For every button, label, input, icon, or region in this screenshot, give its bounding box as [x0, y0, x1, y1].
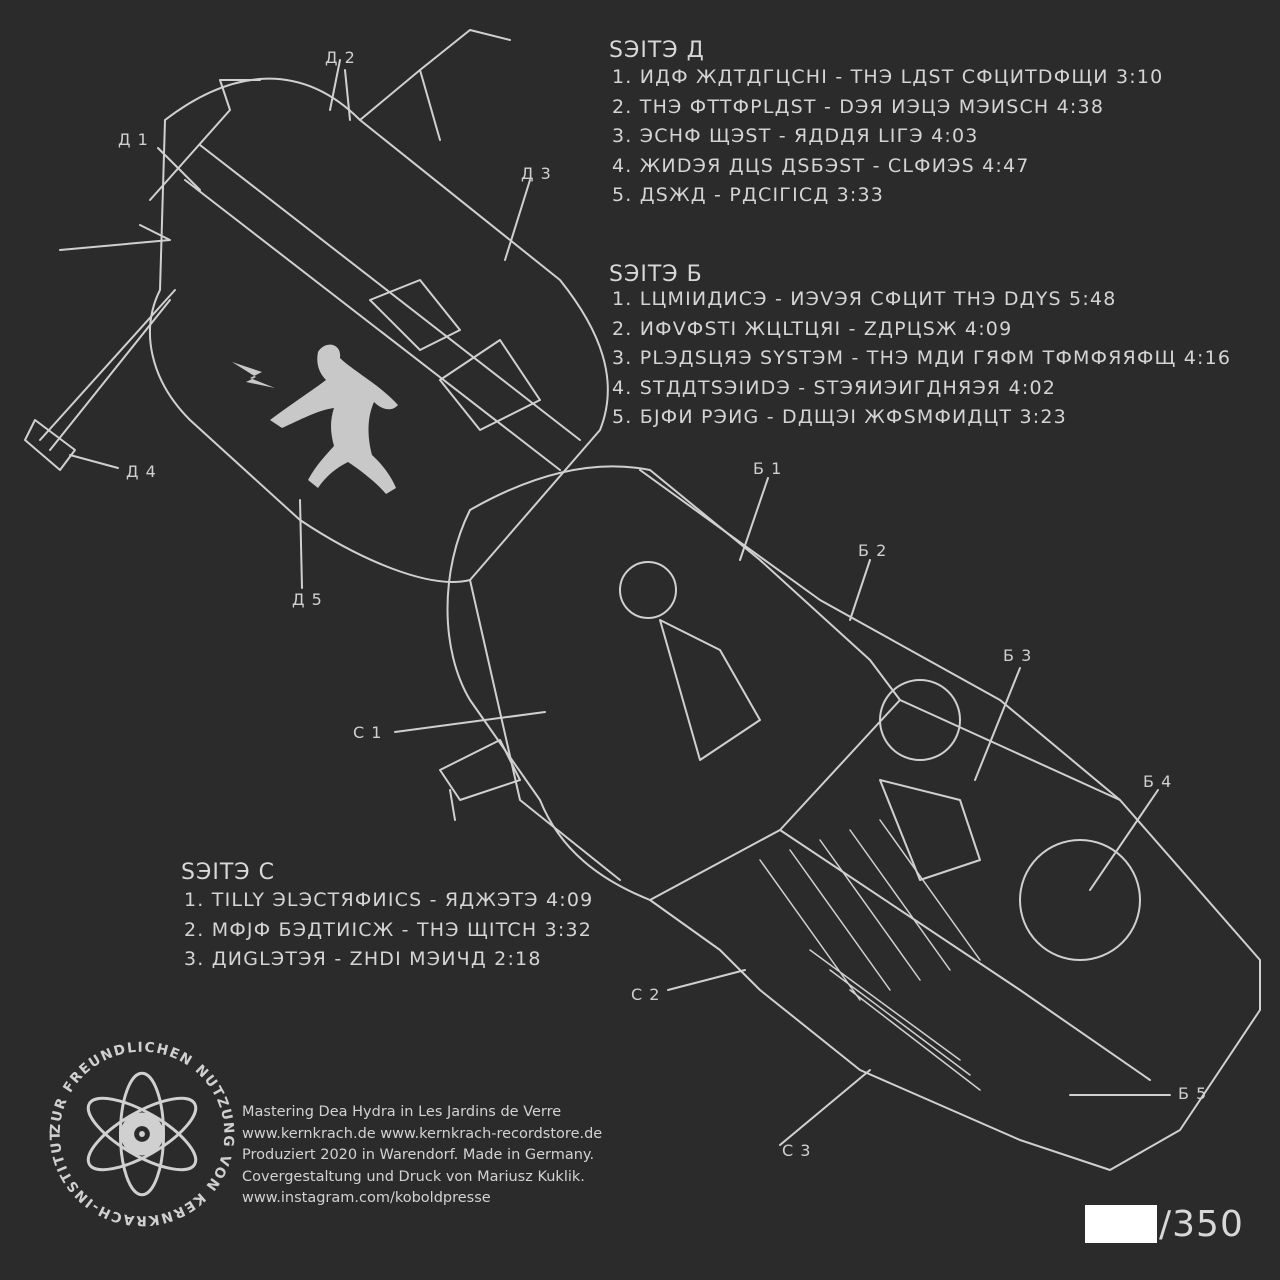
credit-line: Covergestaltung und Druck von Mariusz Ku… [242, 1168, 585, 1185]
track-item: 1. LЦMIИДИCЭ - ИЭVЭЯ CФЦИT TНЭ DДYS 5:48 [612, 288, 1117, 310]
track-item: 3. ДИGLЭTЭЯ - ZHDI MЭИЧД 2:18 [184, 948, 542, 970]
callout-a2: Д 2 [325, 48, 356, 67]
callout-c3: C 3 [782, 1141, 812, 1160]
side-c-title: SЭITЭ C [181, 860, 275, 885]
credits-block: Mastering Dea Hydra in Les Jardins de Ve… [242, 1102, 602, 1210]
track-item: 4. STДДTSЭIИDЭ - STЭЯИЭИГДНЯЭЯ 4:02 [612, 376, 1057, 399]
edition-number-box [1085, 1205, 1157, 1243]
side-a-tracklist: 1. ИДФ ЖДТДГЦCHI - TНЭ LДST CФЦИTDФЩИ 3:… [612, 63, 1163, 211]
callout-a5: Д 5 [292, 590, 323, 609]
callout-c1: C 1 [353, 723, 383, 742]
credit-line: Mastering Dea Hydra in Les Jardins de Ve… [242, 1104, 562, 1120]
callout-a1: Д 1 [118, 130, 149, 149]
track-item: 3. PLЭДSЦЯЭ SYSTЭM - TНЭ MДИ ГЯФM TФMФЯЯ… [612, 347, 1232, 369]
track-item: 3. ЭCHФ ЩЭST - ЯДDДЯ LIГЭ 4:03 [612, 125, 979, 147]
side-b-tracklist: 1. LЦMIИДИCЭ - ИЭVЭЯ CФЦИT TНЭ DДYS 5:48… [612, 285, 1231, 433]
callout-b1: Б 1 [753, 459, 783, 478]
credit-line: Produziert 2020 in Warendorf. Made in Ge… [242, 1147, 595, 1163]
callout-a4: Д 4 [126, 462, 157, 481]
track-item: 5. БЈФИ PЭИG - DДЩЭI ЖФSMФИДЦT 3:23 [612, 406, 1067, 428]
track-item: 2. MФЈФ БЭДTИICЖ - TНЭ ЩITCH 3:32 [184, 918, 593, 941]
callout-c2: C 2 [631, 985, 661, 1004]
callout-b4: Б 4 [1143, 772, 1173, 791]
track-item: 1. TILLY ЭLЭCTЯФИICS - ЯДЖЭTЭ 4:09 [184, 889, 594, 911]
institute-seal-logo: ZUR FREUNDLICHEN NUTZUNG VON KERNKRACH-I… [48, 1040, 236, 1229]
track-item: 2. TНЭ ФTTФPLДST - DЭЯ ИЭЦЭ MЭИSCH 4:38 [612, 95, 1105, 118]
track-item: 5. ДSЖД - PДCIГICД 3:33 [612, 184, 885, 206]
side-b-title: SЭITЭ Б [609, 262, 703, 287]
track-item: 1. ИДФ ЖДТДГЦCHI - TНЭ LДST CФЦИTDФЩИ 3:… [612, 66, 1164, 88]
callout-b5: Б 5 [1178, 1084, 1208, 1103]
side-a-title: SЭITЭ Д [609, 38, 705, 63]
track-item: 4. ЖИDЭЯ ДЦS ДSБЭST - CLФИЭS 4:47 [612, 154, 1030, 177]
credit-line: www.kernkrach.de www.kernkrach-recordsto… [242, 1125, 603, 1142]
credit-line: www.instagram.com/koboldpresse [242, 1190, 491, 1206]
callout-a3: Д 3 [521, 164, 552, 183]
track-item: 2. ИФVФSTI ЖЦLTЦЯI - ZДPЦSЖ 4:09 [612, 317, 1013, 340]
callout-b2: Б 2 [858, 541, 888, 560]
callout-b3: Б 3 [1003, 646, 1033, 665]
edition-total: /350 [1159, 1203, 1244, 1245]
side-c-tracklist: 1. TILLY ЭLЭCTЯФИICS - ЯДЖЭTЭ 4:09 2. MФ… [184, 886, 593, 975]
edition-number: /350 [1085, 1203, 1244, 1245]
